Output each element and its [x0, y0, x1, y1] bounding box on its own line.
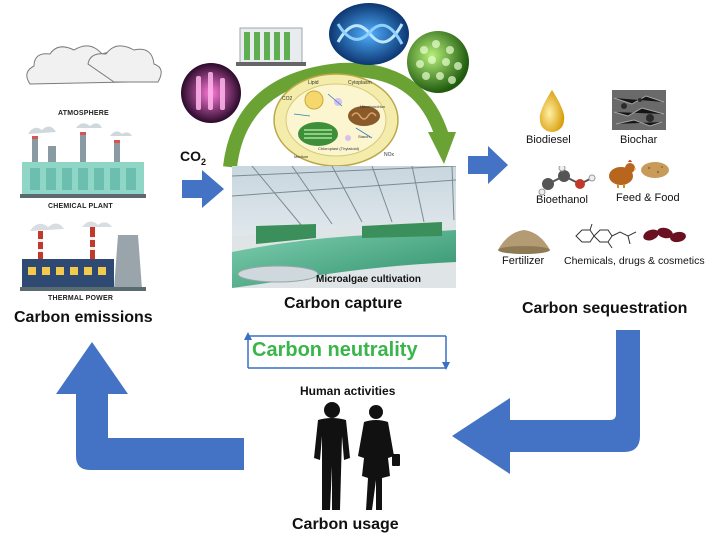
product-biochar: Biochar — [620, 134, 658, 146]
cell-label-chloroplast: Chloroplast (Thylakoid) — [318, 146, 360, 151]
fertilizer-pile-icon — [498, 230, 550, 254]
cloud-icon — [26, 45, 162, 85]
atmosphere-label: ATMOSPHERE — [58, 110, 109, 117]
cell-label-starch: Starch — [358, 134, 370, 139]
algae-cell-sphere-icon — [407, 31, 469, 93]
cell-label-lipid: Lipid — [308, 80, 319, 86]
people-silhouette-icon — [314, 402, 400, 510]
dna-icon — [329, 3, 409, 65]
human-activities-label: Human activities — [300, 384, 396, 398]
product-fertilizer: Fertilizer — [502, 255, 545, 267]
biochar-icon — [612, 90, 666, 130]
capsules-icon — [643, 227, 686, 243]
capture-arc-arrow-icon — [223, 62, 456, 168]
carbon-capture-title: Carbon capture — [284, 295, 403, 312]
microalgae-cell-diagram — [273, 73, 399, 167]
biodiesel-drop-icon — [539, 90, 565, 132]
potato-icon — [641, 162, 669, 178]
cell-label-co2: CO2 — [282, 96, 293, 102]
chicken-icon — [609, 160, 636, 188]
product-chemicals-drugs-cosmetics: Chemicals, drugs & cosmetics — [564, 255, 705, 267]
sequestration-panel: Biodiesel Biochar Bioethanol Feed & Food — [490, 80, 720, 320]
co2-label: CO2 — [180, 148, 207, 167]
bioethanol-molecule-icon — [538, 166, 596, 196]
cell-label-medium: Medium — [294, 154, 309, 159]
cell-label-nox: NOx — [384, 152, 394, 158]
product-biodiesel: Biodiesel — [526, 134, 571, 146]
chemical-plant-label: CHEMICAL PLANT — [48, 203, 113, 210]
thermal-power-label: THERMAL POWER — [48, 295, 114, 302]
bioreactor-flask-icon — [181, 63, 241, 123]
capture-panel: Lipid Cytoplasm Mitochondrion Chloroplas… — [170, 0, 470, 320]
arrow-right-icon — [468, 146, 508, 184]
chemical-plant-icon — [20, 123, 146, 198]
chemical-structure-icon — [575, 223, 637, 249]
arrow-right-icon — [182, 170, 224, 208]
photobioreactor-icon — [236, 27, 306, 66]
cell-label-cytoplasm: Cytoplasm — [348, 80, 372, 86]
cell-label-mitochondrion: Mitochondrion — [360, 104, 386, 109]
product-feed-food: Feed & Food — [616, 192, 680, 204]
neutrality-cycle-bracket — [244, 332, 450, 370]
microalgae-cultivation-label: Microalgae cultivation — [316, 274, 422, 285]
product-bioethanol: Bioethanol — [536, 194, 588, 206]
carbon-neutrality-title: Carbon neutrality — [252, 339, 418, 361]
arrow-return-up-icon — [56, 342, 244, 470]
arrow-return-left-icon — [452, 330, 640, 474]
microalgae-cultivation-greenhouse-image — [232, 166, 456, 288]
thermal-power-icon — [20, 221, 146, 291]
emissions-panel: ATMOSPHERE CHEMICAL PLANT — [0, 0, 180, 340]
carbon-emissions-title: Carbon emissions — [14, 309, 153, 326]
carbon-usage-title: Carbon usage — [292, 516, 399, 533]
carbon-sequestration-title: Carbon sequestration — [522, 300, 688, 317]
